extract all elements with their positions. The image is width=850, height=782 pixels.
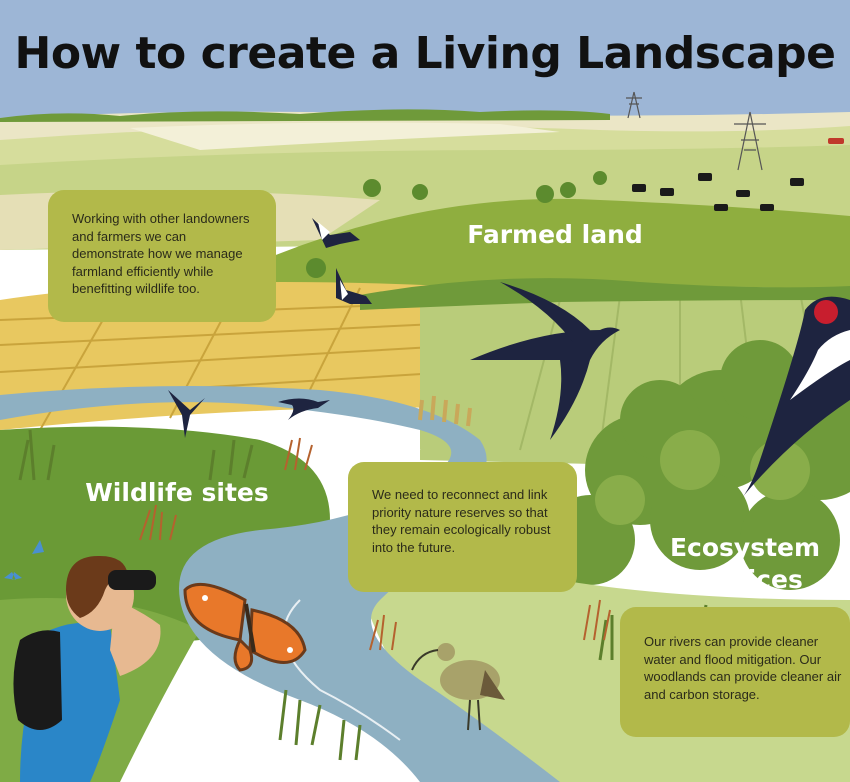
- ecosystem-label-line2: services: [687, 565, 803, 594]
- butterfly-icon: [4, 540, 307, 672]
- reserves-info-box: We need to reconnect and link priority n…: [348, 462, 577, 592]
- pylon-icon: [626, 91, 766, 171]
- swallow-icon: [168, 282, 620, 440]
- car: [828, 138, 844, 144]
- ecosystem-services-label: Ecosystem services: [650, 532, 840, 596]
- farmland-info-text: Working with other landowners and farmer…: [72, 211, 250, 296]
- bulrushes: [418, 395, 472, 427]
- ecosystem-label-line1: Ecosystem: [669, 533, 821, 562]
- birdwatcher-figure: [13, 555, 161, 782]
- lapwing-icon: [312, 218, 372, 304]
- wildlife-sites-label: Wildlife sites: [85, 478, 269, 507]
- farmed-land-label: Farmed land: [467, 220, 643, 249]
- sky: [0, 0, 850, 125]
- ecosystem-info-box: Our rivers can provide cleaner water and…: [620, 607, 850, 737]
- farmland-info-box: Working with other landowners and farmer…: [48, 190, 276, 322]
- page-title: How to create a Living Landscape: [14, 28, 837, 79]
- hedgerow-trees: [306, 171, 607, 278]
- reserves-info-text: We need to reconnect and link priority n…: [372, 487, 551, 555]
- cattle: [632, 173, 804, 211]
- ecosystem-info-text: Our rivers can provide cleaner water and…: [644, 634, 842, 702]
- distant-treeline: [0, 109, 610, 122]
- curlew-icon: [411, 643, 505, 731]
- farmed-land-hill: [240, 198, 850, 300]
- woodpecker-icon: [740, 296, 850, 500]
